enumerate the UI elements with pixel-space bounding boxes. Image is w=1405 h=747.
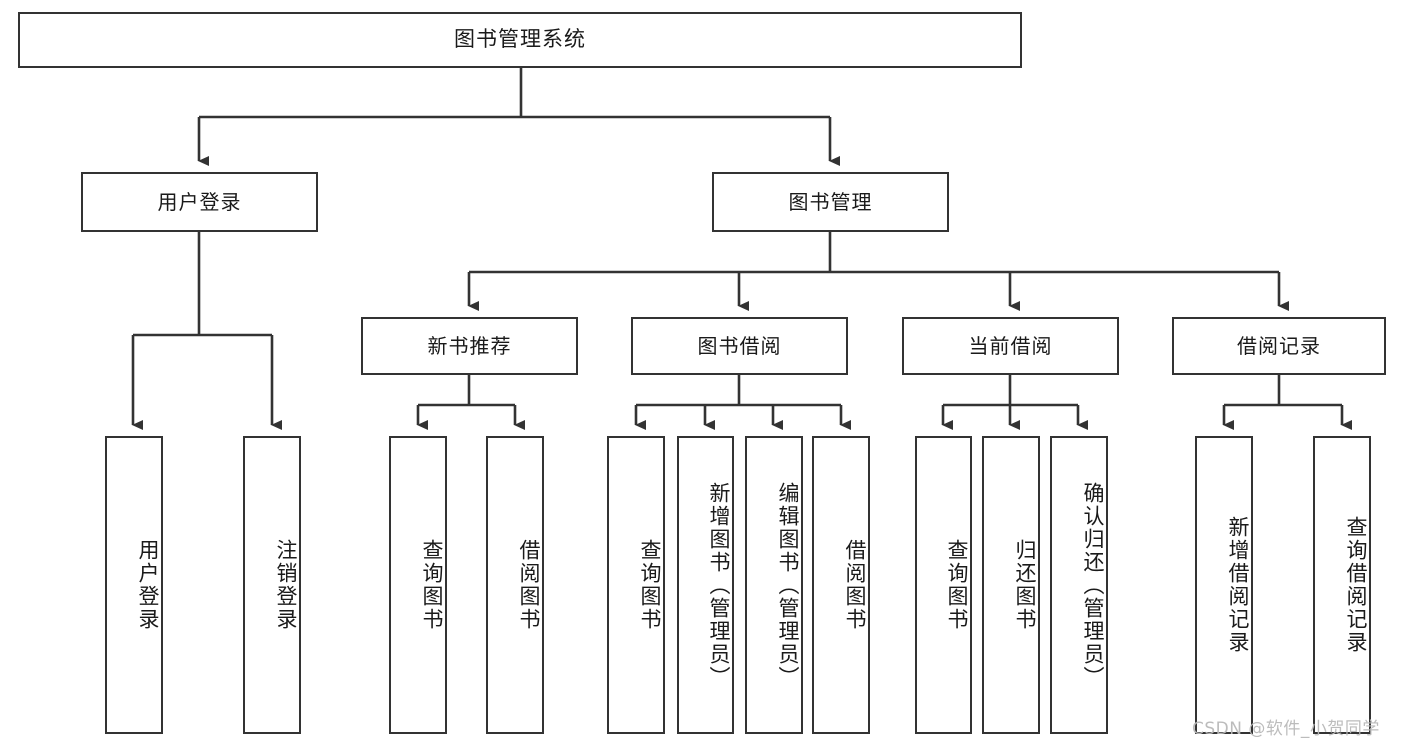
leaf-current-confirm-return-admin[interactable]: 确认归还（管理员） [1050, 436, 1108, 734]
leaf-borrow-add-book-admin[interactable]: 新增图书（管理员） [677, 436, 734, 734]
watermark-text: CSDN @软件_小贺同学 [1192, 719, 1380, 739]
leaf-borrow-borrow-book[interactable]: 借阅图书 [812, 436, 870, 734]
node-label: 用户登录 [157, 190, 242, 214]
node-label: 借阅记录 [1237, 334, 1321, 358]
node-book-borrow[interactable]: 图书借阅 [631, 317, 848, 375]
node-label: 编辑图书（管理员） [776, 481, 800, 689]
node-label: 图书管理 [788, 190, 873, 214]
node-label: 查询图书 [420, 539, 444, 631]
node-book-management[interactable]: 图书管理 [712, 172, 949, 232]
node-label: 确认归还（管理员） [1081, 481, 1105, 689]
node-user-login[interactable]: 用户登录 [81, 172, 318, 232]
csdn-watermark: CSDN @软件_小贺同学 [1192, 714, 1380, 739]
node-label: 当前借阅 [968, 334, 1053, 358]
leaf-borrow-query-book[interactable]: 查询图书 [607, 436, 665, 734]
leaf-recommend-borrow-book[interactable]: 借阅图书 [486, 436, 544, 734]
node-label: 注销登录 [274, 539, 298, 631]
node-label: 新增借阅记录 [1226, 516, 1250, 654]
node-label: 用户登录 [136, 539, 160, 631]
node-label: 新书推荐 [427, 334, 512, 358]
node-label: 查询借阅记录 [1344, 516, 1368, 654]
node-borrow-record[interactable]: 借阅记录 [1172, 317, 1386, 375]
leaf-borrow-edit-book-admin[interactable]: 编辑图书（管理员） [745, 436, 803, 734]
leaf-current-query-book[interactable]: 查询图书 [915, 436, 972, 734]
leaf-recommend-query-book[interactable]: 查询图书 [389, 436, 447, 734]
node-current-borrow[interactable]: 当前借阅 [902, 317, 1119, 375]
leaf-user-logout[interactable]: 注销登录 [243, 436, 301, 734]
node-label: 图书管理系统 [454, 27, 586, 52]
node-label: 查询图书 [945, 539, 969, 631]
node-label: 归还图书 [1013, 539, 1037, 631]
leaf-record-add-record[interactable]: 新增借阅记录 [1195, 436, 1253, 734]
node-label: 查询图书 [638, 539, 662, 631]
leaf-record-query-record[interactable]: 查询借阅记录 [1313, 436, 1371, 734]
node-label: 新增图书（管理员） [707, 481, 731, 689]
node-label: 借阅图书 [843, 539, 867, 631]
node-label: 借阅图书 [517, 539, 541, 631]
leaf-current-return-book[interactable]: 归还图书 [982, 436, 1040, 734]
node-label: 图书借阅 [697, 334, 782, 358]
node-new-book-recommend[interactable]: 新书推荐 [361, 317, 578, 375]
leaf-user-login[interactable]: 用户登录 [105, 436, 163, 734]
node-root-book-management-system[interactable]: 图书管理系统 [18, 12, 1022, 68]
